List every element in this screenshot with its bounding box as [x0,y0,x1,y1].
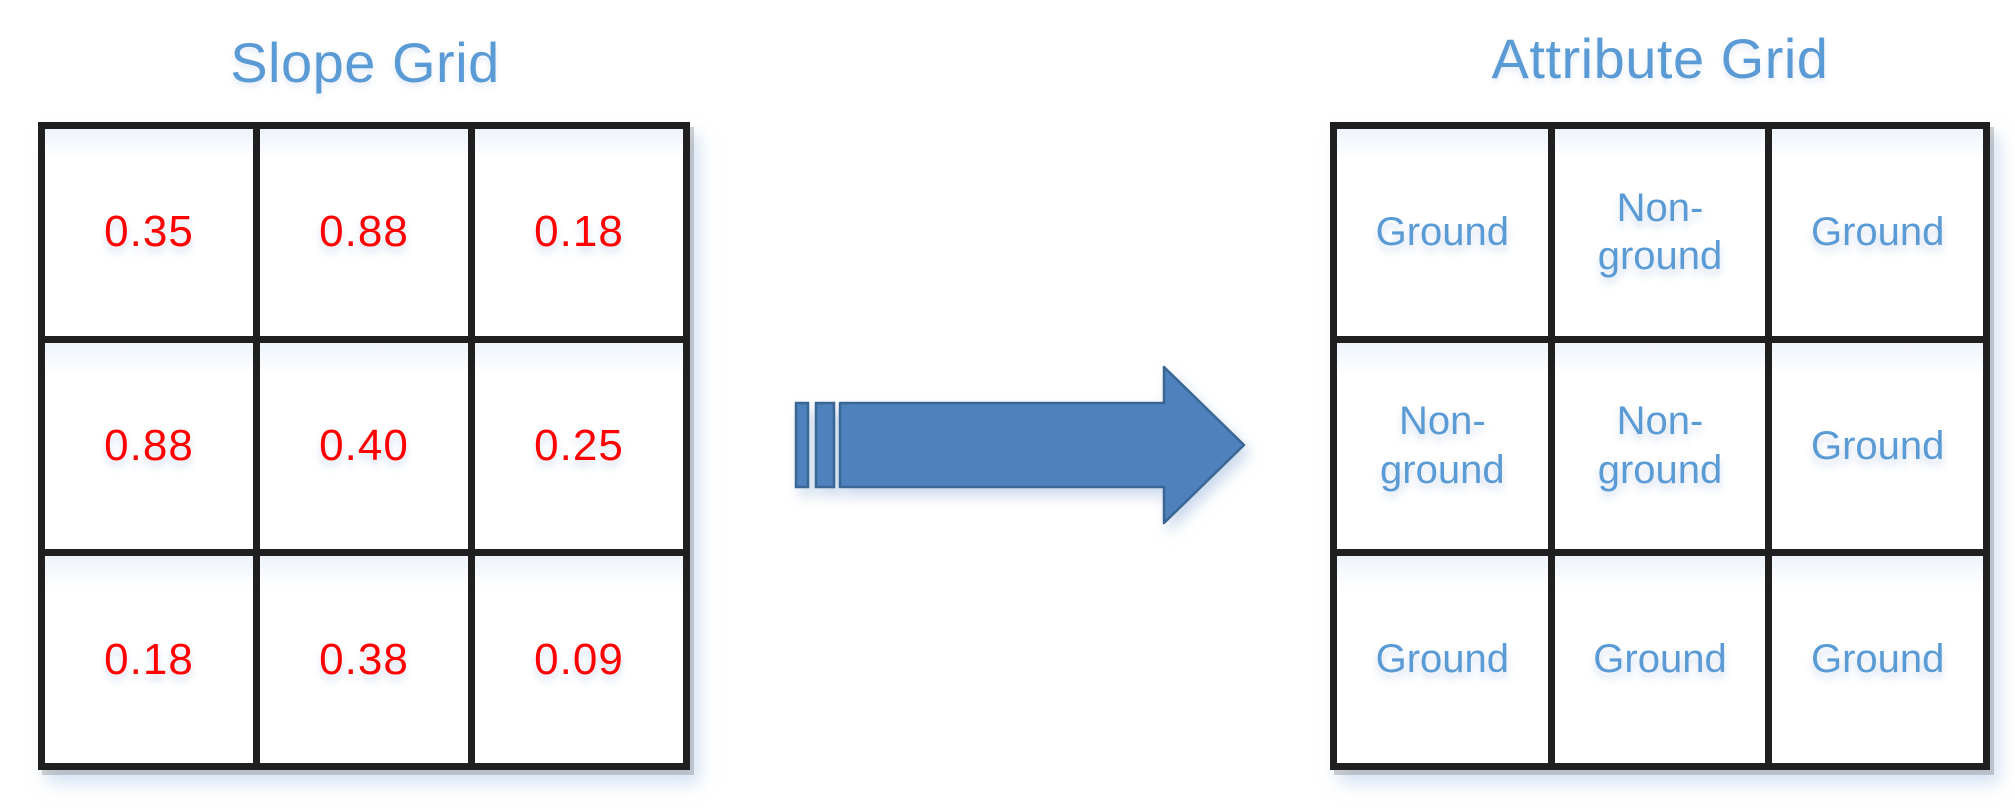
attribute-grid-cell-r1c2: Ground [1772,342,1983,550]
slope-value: 0.88 [319,207,409,257]
slope-grid-cell-r2c1: 0.38 [260,556,468,763]
attribute-value: Ground [1375,637,1510,682]
slope-value: 0.38 [319,634,409,684]
slope-grid-cell-r0c2: 0.18 [475,129,683,336]
slope-value: 0.18 [534,207,624,257]
attribute-value: Ground [1810,209,1945,254]
attribute-grid-cell-r1c1: Non- ground [1554,342,1766,550]
right-block-arrow-icon [794,365,1246,525]
slope-grid-cell-r2c0: 0.18 [45,556,253,763]
attribute-value: Non- ground [1597,185,1723,279]
attribute-value: Ground [1810,423,1945,468]
slope-grid-cell-r1c2: 0.25 [475,342,683,550]
attribute-grid-cell-r2c1: Ground [1554,556,1766,763]
attribute-grid-cell-r2c0: Ground [1337,556,1548,763]
slope-value: 0.18 [104,634,194,684]
attribute-value: Non- ground [1597,399,1723,492]
slope-value: 0.09 [534,634,624,684]
attribute-grid-title: Attribute Grid [1491,27,1829,90]
attribute-value: Non- ground [1380,399,1505,492]
slope-value: 0.25 [534,421,624,471]
attribute-value: Ground [1375,209,1510,254]
attribute-grid-cell-r1c0: Non- ground [1337,342,1548,550]
slope-grid-cell-r2c2: 0.09 [475,556,683,763]
slope-grid-title: Slope Grid [230,31,500,94]
attribute-value: Ground [1593,637,1727,682]
slope-grid-cell-r0c1: 0.88 [260,129,468,336]
attribute-grid-cell-r2c2: Ground [1772,556,1983,763]
slope-grid-cell-r1c0: 0.88 [45,342,253,550]
attribute-value: Ground [1810,637,1945,682]
slope-value: 0.88 [104,421,194,471]
slope-grid-cell-r1c1: 0.40 [260,342,468,550]
slope-value: 0.35 [104,207,194,257]
attribute-grid-cell-r0c0: Ground [1337,129,1548,336]
attribute-grid-cell-r0c2: Ground [1772,129,1983,336]
attribute-grid: Ground Non- ground Ground Non- ground No… [1330,122,1990,770]
slope-grid-cell-r0c0: 0.35 [45,129,253,336]
slope-grid: 0.35 0.88 0.18 0.88 0.40 0.25 0.18 0.38 … [38,122,690,770]
slope-value: 0.40 [319,421,409,471]
attribute-grid-cell-r0c1: Non- ground [1554,129,1766,336]
